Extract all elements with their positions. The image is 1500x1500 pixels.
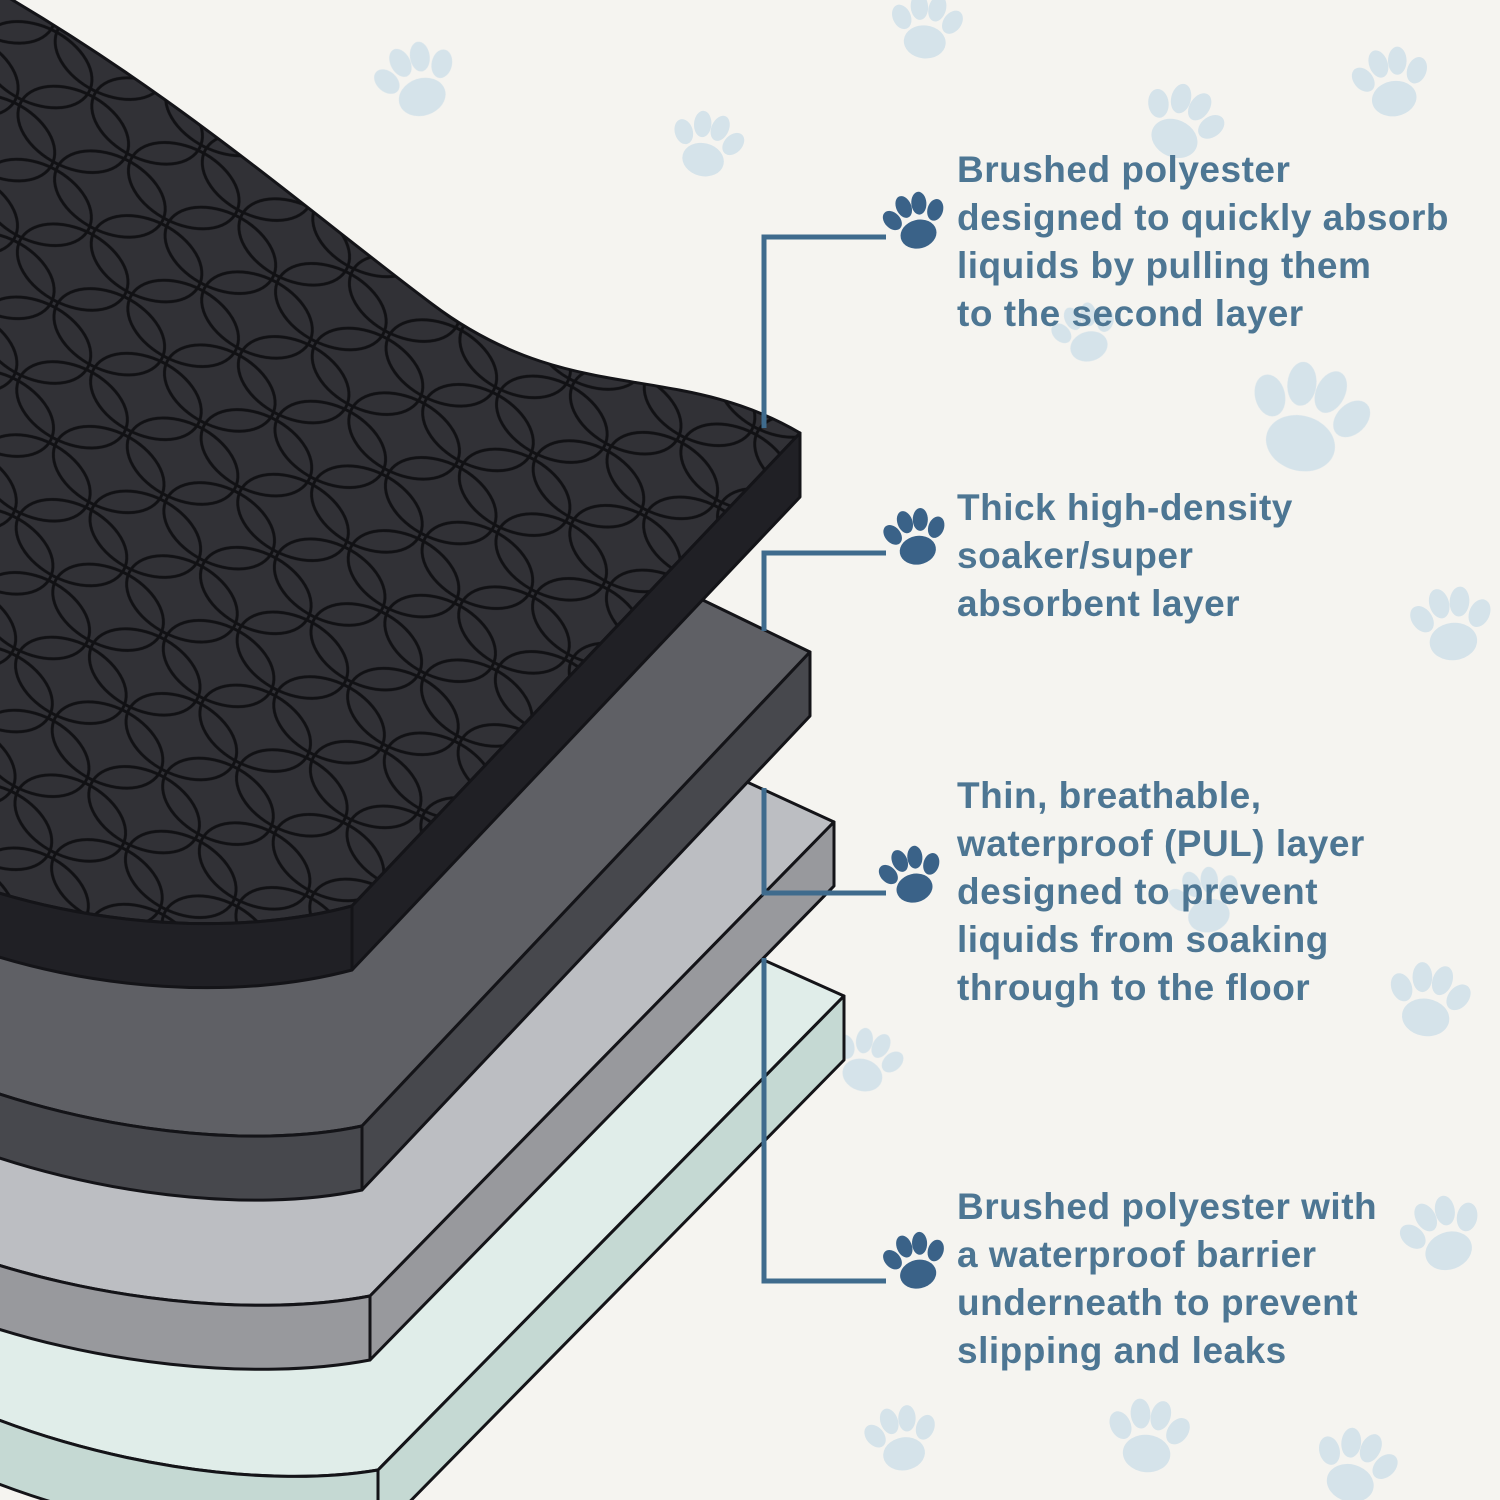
- paw-print-icon: [660, 102, 754, 186]
- annotation-layer-2: Thick high-density soaker/super absorben…: [957, 487, 1293, 625]
- paw-print-icon: [362, 30, 471, 129]
- layer-1-top-quilted: [0, 0, 802, 990]
- connector-layer-3: [761, 788, 886, 896]
- annotation-layer-4: Brushed polyester with a waterproof barr…: [957, 1186, 1378, 1372]
- paw-icon: [870, 838, 952, 911]
- paw-print-icon: [856, 1398, 947, 1477]
- paw-print-icon: [883, 0, 970, 63]
- paw-print-icon: [1343, 39, 1439, 124]
- layer-4-front-left-face: [0, 1418, 380, 1500]
- annotation-layer-1: Brushed polyester designed to quickly ab…: [957, 149, 1450, 335]
- paw-print-icon: [1099, 1393, 1198, 1477]
- annotation-paw-markers: [870, 184, 956, 1296]
- paw-print-icon: [1229, 346, 1387, 488]
- paw-print-icon: [1301, 1417, 1409, 1500]
- connector-layer-4: [761, 958, 886, 1284]
- layer-4-front-right-face: [376, 994, 846, 1500]
- connector-layer-2: [761, 550, 886, 631]
- connector-lines: [761, 234, 886, 1284]
- layer-3-front-left-face: [0, 1263, 372, 1371]
- layer-1-front-left-face: [0, 891, 354, 990]
- annotation-layer-3: Thin, breathable, waterproof (PUL) layer…: [957, 775, 1365, 1009]
- paw-icon: [874, 184, 956, 257]
- layer-2-front-left-face: [0, 1092, 364, 1202]
- connector-layer-1: [761, 234, 886, 428]
- paw-icon: [876, 502, 955, 571]
- layer-1-quilt-pattern: [0, 0, 800, 924]
- paw-icon: [875, 1225, 955, 1296]
